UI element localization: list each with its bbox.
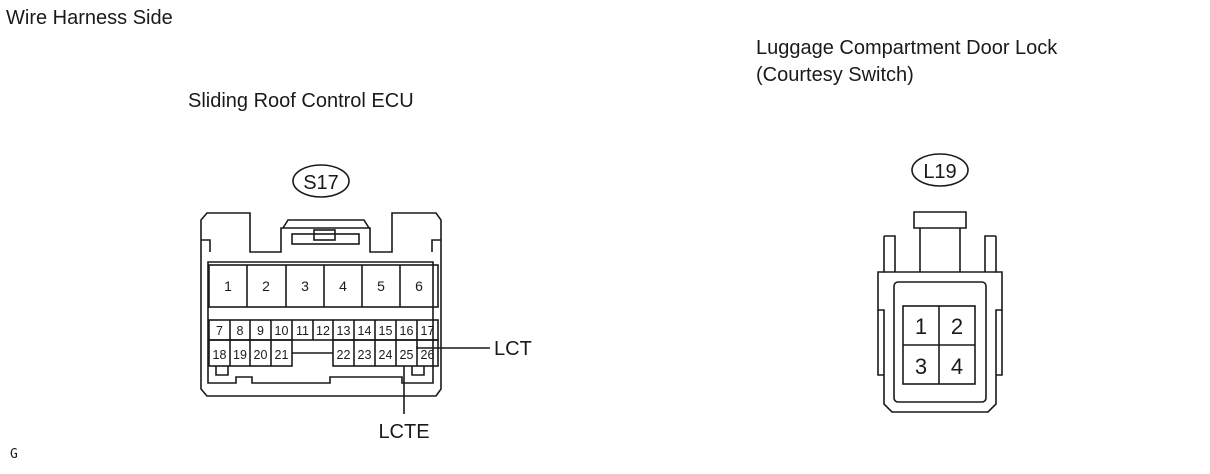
- s17-pin: 15: [379, 324, 393, 338]
- s17-connector: [200, 164, 442, 397]
- s17-pin: 10: [275, 324, 289, 338]
- lcte-label: LCTE: [378, 421, 429, 443]
- s17-code: S17: [303, 172, 339, 194]
- l19-pin: 2: [951, 314, 963, 339]
- s17-pin: 24: [379, 348, 393, 362]
- s17-pin: 22: [337, 348, 351, 362]
- s17-pin: 5: [377, 278, 385, 294]
- l19-title-line2: (Courtesy Switch): [756, 64, 914, 86]
- s17-pin: 23: [358, 348, 372, 362]
- s17-housing: [200, 212, 442, 397]
- s17-pin: 26: [421, 348, 435, 362]
- footer-code: G: [10, 447, 18, 462]
- s17-code-ellipse: [292, 164, 350, 198]
- s17-pin: 3: [301, 278, 309, 294]
- lct-label: LCT: [494, 338, 532, 360]
- l19-code: L19: [923, 161, 956, 183]
- s17-pin: 2: [262, 278, 270, 294]
- s17-title: Sliding Roof Control ECU: [188, 90, 414, 112]
- s17-pin: 16: [400, 324, 414, 338]
- s17-pin: 19: [233, 348, 247, 362]
- lct-leader-line: [416, 346, 490, 349]
- s17-pin: 9: [257, 324, 264, 338]
- s17-pin: 12: [316, 324, 330, 338]
- s17-pin: 14: [358, 324, 372, 338]
- l19-title-line1: Luggage Compartment Door Lock: [756, 37, 1058, 59]
- s17-pin: 8: [237, 324, 244, 338]
- s17-pin: 6: [415, 278, 423, 294]
- s17-pin: 20: [254, 348, 268, 362]
- s17-pin: 4: [339, 278, 347, 294]
- l19-connector: [877, 153, 1003, 413]
- s17-pin: 18: [213, 348, 227, 362]
- s17-pin: 1: [224, 278, 232, 294]
- diagram-header: Wire Harness Side: [6, 7, 173, 29]
- s17-pin: 7: [216, 324, 223, 338]
- s17-pin: 13: [337, 324, 351, 338]
- l19-pin: 3: [915, 354, 927, 379]
- l19-pin: 4: [951, 354, 963, 379]
- l19-pin: 1: [915, 314, 927, 339]
- s17-pin: 11: [296, 324, 309, 338]
- l19-code-ellipse: [911, 153, 969, 187]
- s17-pin: 25: [400, 348, 414, 362]
- s17-pin: 17: [421, 324, 435, 338]
- s17-pin: 21: [275, 348, 289, 362]
